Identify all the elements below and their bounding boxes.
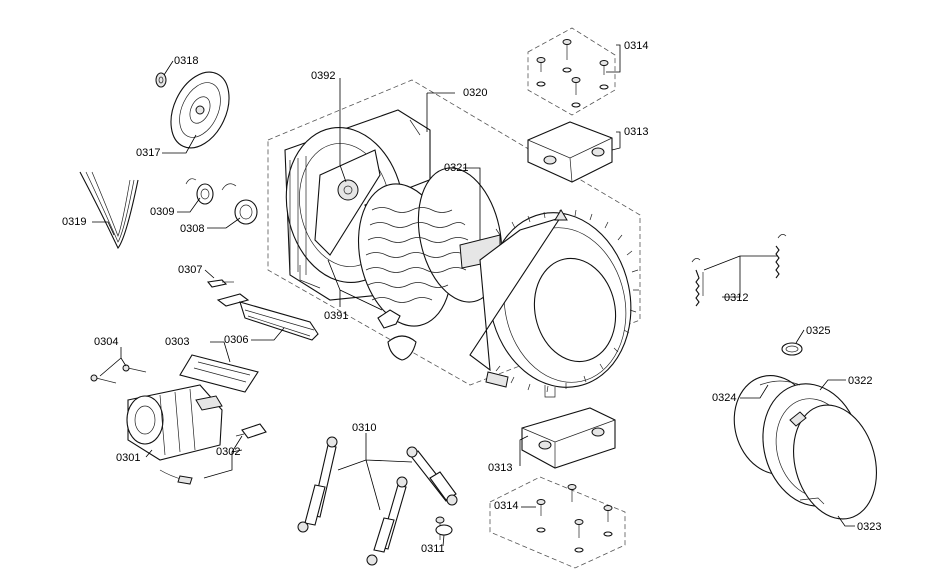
shock-absorbers-part	[297, 436, 458, 566]
callout-0318: 0318	[174, 55, 199, 67]
motor-part	[126, 384, 223, 485]
callout-0309: 0309	[150, 206, 175, 218]
callout-0392: 0392	[311, 70, 336, 82]
screw-set-bottom-part	[536, 484, 613, 553]
front-tub-part	[469, 209, 639, 398]
callout-0314-top: 0314	[624, 40, 649, 52]
callout-0320: 0320	[463, 87, 488, 99]
motor-screws-part	[90, 364, 147, 384]
dashed-outlines	[267, 27, 641, 569]
callout-0303: 0303	[165, 336, 190, 348]
counterweight-bottom-part	[521, 407, 616, 469]
insulation-sheet-part	[179, 354, 259, 393]
callout-0304: 0304	[94, 336, 119, 348]
counterweight-top-part	[527, 121, 613, 183]
callout-0313-bottom: 0313	[488, 462, 513, 474]
callout-0307: 0307	[178, 264, 203, 276]
callout-0391: 0391	[324, 310, 349, 322]
callout-0310: 0310	[352, 422, 377, 434]
callout-0321: 0321	[444, 162, 469, 174]
callout-0317: 0317	[136, 147, 161, 159]
heater-part	[206, 279, 319, 341]
callout-0301: 0301	[116, 452, 141, 464]
callout-0325: 0325	[806, 325, 831, 337]
callout-0311: 0311	[421, 543, 445, 555]
callout-0308: 0308	[180, 223, 205, 235]
callout-0306: 0306	[224, 334, 249, 346]
callout-0324: 0324	[712, 392, 737, 404]
bearings-part	[185, 178, 258, 225]
bolt-part	[435, 516, 453, 540]
callout-0319: 0319	[62, 216, 87, 228]
pulley-part	[155, 71, 230, 149]
door-gasket-part	[733, 375, 878, 520]
callout-0312: 0312	[724, 292, 749, 304]
clip-and-cap-part	[377, 309, 417, 361]
callout-0322: 0322	[848, 375, 873, 387]
callout-0314-bottom: 0314	[494, 500, 519, 512]
connector-part	[235, 423, 267, 439]
hose-clamp-part	[781, 342, 803, 356]
drive-belt-part	[79, 171, 139, 250]
screw-set-top-part	[536, 39, 609, 108]
springs-part	[691, 234, 787, 307]
callout-0313-top: 0313	[624, 126, 649, 138]
callout-0323: 0323	[857, 521, 882, 533]
leader-lines	[92, 44, 855, 547]
callout-0302: 0302	[216, 446, 241, 458]
